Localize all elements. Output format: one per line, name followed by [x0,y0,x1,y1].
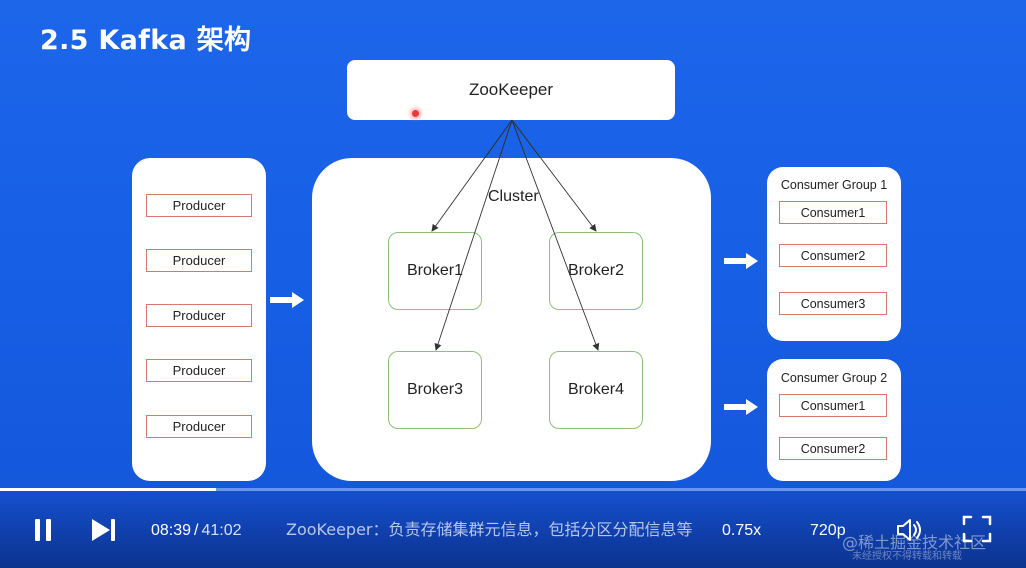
broker-box: Broker2 [549,232,643,310]
playback-speed-button[interactable]: 0.75x [722,522,762,539]
watermark-text: @稀土掘金技术社区 [842,533,987,552]
time-display: 08:39/41:02 [151,522,242,540]
arrow-right-icon [270,292,304,308]
zookeeper-label: ZooKeeper [468,80,554,99]
consumer-box: Consumer1 [779,201,887,224]
next-icon[interactable] [90,517,118,543]
producers-panel: Producer Producer Producer Producer Prod… [132,158,266,481]
consumer-box: Consumer2 [779,244,887,267]
progress-bar[interactable] [0,488,1026,491]
fullscreen-icon[interactable] [962,515,992,543]
consumer-group-title: Consumer Group 2 [780,371,888,385]
pause-icon[interactable] [30,517,56,543]
watermark-subtext: 未经授权不得转载和转载 [852,551,962,562]
player-controls: 08:39/41:02 ZooKeeper：负责存储集群元信息，包括分区分配信息… [0,491,1026,568]
consumer-box: Consumer3 [779,292,887,315]
consumer-group-panel: Consumer Group 1 Consumer1 Consumer2 Con… [767,167,901,341]
zookeeper-box: ZooKeeper [347,60,675,120]
slide-title: 2.5 Kafka 架构 [40,25,252,56]
consumer-box: Consumer2 [779,437,887,460]
producer-box: Producer [146,249,252,272]
time-separator: / [194,522,199,539]
broker-box: Broker4 [549,351,643,429]
producer-box: Producer [146,359,252,382]
arrow-right-icon [724,399,758,415]
broker-box: Broker3 [388,351,482,429]
consumer-group-title: Consumer Group 1 [780,178,888,192]
cluster-label: Cluster [488,188,539,205]
producer-box: Producer [146,194,252,217]
cluster-panel [312,158,711,481]
subtitle-text: ZooKeeper：负责存储集群元信息，包括分区分配信息等 [286,520,693,539]
quality-button[interactable]: 720p [810,522,846,539]
broker-box: Broker1 [388,232,482,310]
current-time: 08:39 [151,522,192,539]
arrow-right-icon [724,253,758,269]
consumer-box: Consumer1 [779,394,887,417]
producer-box: Producer [146,415,252,438]
laser-pointer [412,110,419,117]
producer-box: Producer [146,304,252,327]
consumer-group-panel: Consumer Group 2 Consumer1 Consumer2 [767,359,901,481]
duration: 41:02 [201,522,242,539]
progress-fill [0,488,217,491]
slide: 2.5 Kafka 架构 ZooKeeper Producer Producer… [0,0,1026,488]
volume-icon[interactable] [896,517,924,543]
